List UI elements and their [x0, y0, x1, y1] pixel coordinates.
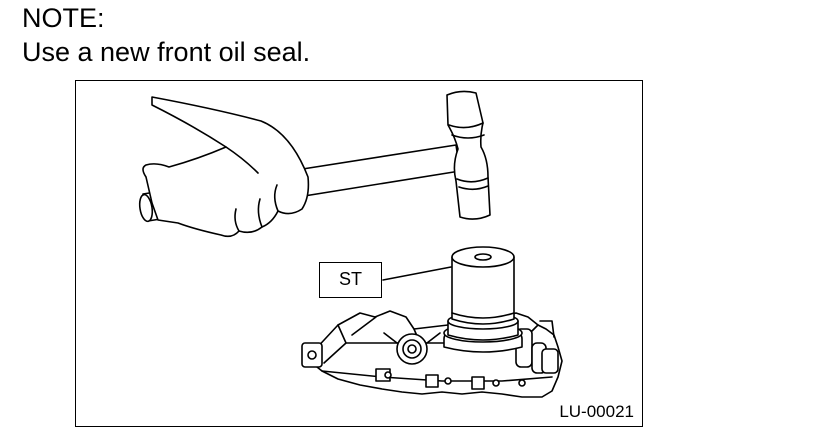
figure-id-label: LU-00021	[559, 402, 634, 421]
transmission-case	[301, 310, 563, 398]
note-heading: NOTE:	[22, 3, 105, 33]
oil-seal-installation-drawing	[138, 90, 563, 398]
callout-leader-line	[382, 266, 452, 281]
hammer-head	[446, 90, 491, 220]
special-tool-callout: ST	[319, 262, 382, 298]
illustration-frame: ST LU-00021	[75, 80, 643, 427]
special-tool-installer	[443, 246, 523, 353]
note-text: Use a new front oil seal.	[22, 37, 311, 67]
hand	[142, 96, 310, 238]
